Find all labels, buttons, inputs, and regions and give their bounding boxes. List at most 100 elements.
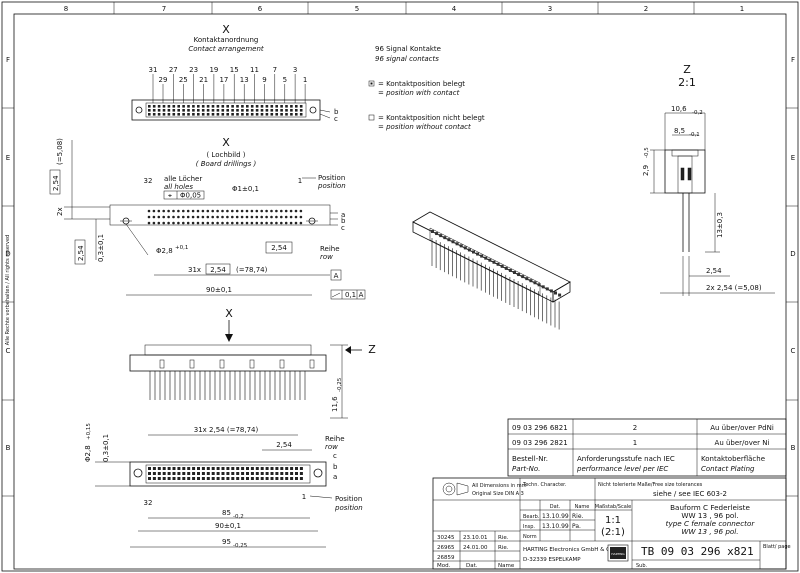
bottom-pin xyxy=(177,467,181,470)
bottom-pin xyxy=(187,472,191,475)
drill-hole xyxy=(162,209,165,213)
contact-cell xyxy=(265,105,269,108)
bottom-pin xyxy=(265,472,269,475)
iso-contact xyxy=(463,246,467,250)
drill-hole xyxy=(240,221,244,225)
contact-cell xyxy=(201,105,205,108)
iso-contact xyxy=(545,287,549,291)
bottom-pin xyxy=(231,472,235,475)
drill-hole xyxy=(172,215,175,219)
bottom-pin xyxy=(201,472,205,475)
contact-cell xyxy=(162,109,166,112)
drill-hole xyxy=(250,209,254,213)
drill-hole xyxy=(201,221,205,225)
dims-note-en: Original Size DIN A 3 xyxy=(472,491,524,497)
contact-cell xyxy=(216,113,220,116)
iso-contact xyxy=(525,277,529,281)
mount-hole-dia: Φ2,8 xyxy=(156,247,173,255)
drill-hole xyxy=(294,215,298,219)
drill-hole xyxy=(275,209,278,213)
drill-hole xyxy=(152,221,156,225)
contact-cell xyxy=(299,109,303,112)
position-label-en: position xyxy=(317,182,346,190)
bottom-pin xyxy=(167,477,171,480)
order-part-2: 09 03 296 2821 xyxy=(512,439,568,447)
bottom-pin xyxy=(221,477,225,480)
sheet-label: Blatt/ page xyxy=(763,544,791,550)
bottom-mount-right xyxy=(313,468,323,478)
header-plating-de: Kontaktoberfläche xyxy=(701,455,765,463)
contact-cell xyxy=(275,113,278,116)
iso-contact xyxy=(476,252,480,256)
contact-cell xyxy=(255,113,259,116)
contact-number-bottom: 17 xyxy=(219,76,228,84)
iso-contact xyxy=(492,260,496,264)
contact-cell xyxy=(182,109,185,112)
detail-z-view: Z 2:1 10,6 -0,2 8,5 -0,1 2,9 -0,5 13±0,3… xyxy=(642,63,775,296)
bottom-pin xyxy=(211,467,215,470)
bottom-pin xyxy=(280,477,284,480)
tb-check-date: 13.10.99 xyxy=(542,523,569,530)
contact-cell xyxy=(211,109,215,112)
contact-cell xyxy=(162,105,166,108)
drill-hole xyxy=(299,215,303,219)
drill-hole xyxy=(172,221,175,225)
contact-cell xyxy=(270,105,274,108)
iso-contact xyxy=(488,258,492,262)
drill-hole xyxy=(289,215,293,219)
drill-num-1: 1 xyxy=(298,177,302,185)
iso-contact xyxy=(459,244,463,248)
rev-2-name: Rie. xyxy=(498,545,509,551)
dim-254-box-vertical: 2,54 xyxy=(52,175,60,191)
contact-number-bottom: 29 xyxy=(159,76,168,84)
legend-count-de: 96 Signal Kontakte xyxy=(375,45,441,53)
drill-hole xyxy=(250,215,254,219)
iso-contact xyxy=(443,236,447,240)
drill-hole xyxy=(191,215,195,219)
iso-contact xyxy=(480,254,484,258)
legend-filled-de: = Kontaktposition belegt xyxy=(378,80,465,88)
iso-contact xyxy=(496,262,500,266)
contact-cell xyxy=(280,109,283,112)
drill-hole xyxy=(265,221,268,225)
contact-cell xyxy=(172,113,176,116)
drill-hole xyxy=(221,221,224,225)
row-label-en-drill: row xyxy=(320,253,333,261)
detail-z-body xyxy=(664,149,706,194)
row-label-e-right: E xyxy=(791,154,795,162)
contact-cell xyxy=(265,109,269,112)
drill-hole-grid xyxy=(147,209,303,225)
doc-number: TB 09 03 296 x821 xyxy=(641,545,754,558)
iso-contact xyxy=(435,232,439,236)
rev-1-no: 30245 xyxy=(437,535,455,541)
pitch-total: (=78,74) xyxy=(236,266,268,274)
bottom-position-en: position xyxy=(334,504,363,512)
bottom-dia: Φ2,8 xyxy=(84,445,92,462)
row-label-b: B xyxy=(6,444,11,452)
bottom-pin xyxy=(187,467,191,470)
bottom-num-32: 32 xyxy=(144,499,153,507)
bottom-pin xyxy=(172,472,176,475)
row-b-label-top: b xyxy=(334,108,339,116)
product-en-2: WW 13 , 96 pol. xyxy=(681,527,738,536)
contact-cell xyxy=(152,105,156,108)
contact-cell xyxy=(167,113,171,116)
pitch-label-31x: 31x xyxy=(188,266,201,274)
drill-hole xyxy=(216,209,219,213)
drill-hole xyxy=(280,215,283,219)
bottom-pin xyxy=(177,472,181,475)
drill-hole xyxy=(275,215,278,219)
drill-hole xyxy=(226,215,229,219)
drill-hole xyxy=(235,215,239,219)
bottom-pin xyxy=(192,467,196,470)
tolerance-note-de: Nicht tolerierte Maße/Free size toleranc… xyxy=(598,482,703,488)
bottom-pin xyxy=(177,477,181,480)
contact-cell xyxy=(241,105,244,108)
drill-hole xyxy=(182,221,185,225)
view-marker-x-top: X xyxy=(222,23,230,36)
iso-contact xyxy=(537,283,541,287)
contact-cell xyxy=(236,109,239,112)
contact-cell xyxy=(241,113,244,116)
drill-hole xyxy=(152,215,156,219)
